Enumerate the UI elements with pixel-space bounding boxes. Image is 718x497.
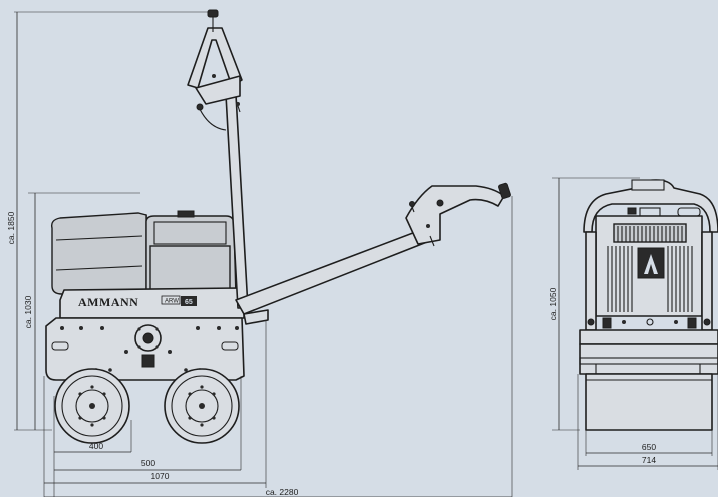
dimension-overall-height: ca. 1850 <box>6 11 212 431</box>
label-dim-400: 400 <box>89 441 103 451</box>
label-dim-1070: 1070 <box>151 471 170 481</box>
handle-lowered <box>235 182 511 325</box>
engine-fins <box>595 215 703 317</box>
label-machine-height: ca. 1030 <box>23 295 33 328</box>
side-view: ca. 1850 ca. 1030 AMMANN AR <box>6 9 513 497</box>
label-overall-height: ca. 1850 <box>6 211 16 244</box>
dimension-front-height: ca. 1050 <box>548 177 640 431</box>
dimension-front-width: 650 714 <box>577 374 718 470</box>
label-dim-500: 500 <box>141 458 155 468</box>
label-front-height: ca. 1050 <box>548 287 558 320</box>
model-number: 65 <box>185 299 193 306</box>
dimension-machine-height: ca. 1030 <box>23 192 140 430</box>
model-badge: ARW 65 <box>161 295 197 306</box>
dimension-horizontal: 400 500 1070 ca. 2280 <box>43 196 513 497</box>
front-view: ca. 1050 <box>548 177 718 470</box>
label-overall-width: 714 <box>642 455 656 465</box>
front-drum <box>164 368 240 444</box>
rear-drum <box>54 368 130 444</box>
machine-body: AMMANN ARW 65 <box>45 210 245 381</box>
handle-raised <box>187 9 249 309</box>
brand-logo: AMMANN <box>78 295 138 309</box>
model-prefix: ARW <box>165 299 179 305</box>
label-overall-length: ca. 2280 <box>266 487 299 497</box>
label-drum-width: 650 <box>642 442 656 452</box>
